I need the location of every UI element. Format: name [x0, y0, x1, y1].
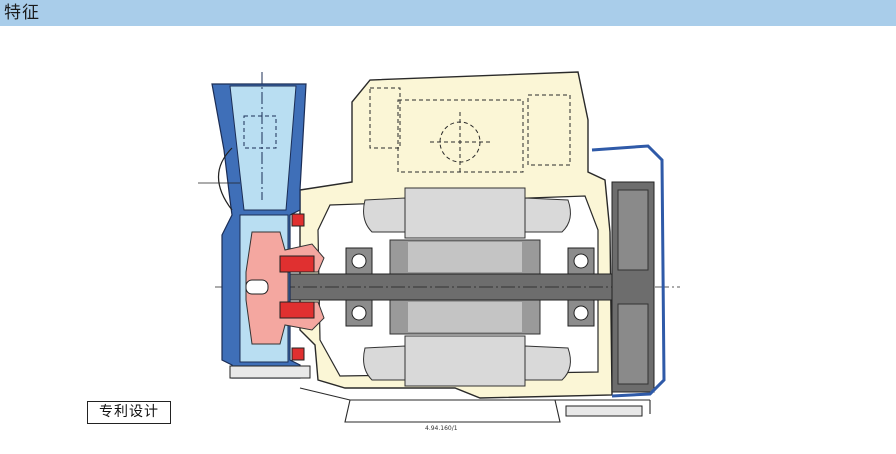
mechanical-seal — [279, 213, 315, 361]
fan-cover — [591, 144, 666, 398]
outlet-arc — [218, 147, 233, 211]
tie-bolts — [229, 365, 643, 417]
fan — [611, 181, 655, 393]
inlet-flange — [243, 72, 277, 200]
rotor — [389, 239, 541, 335]
bearing-front — [345, 247, 373, 327]
stator-winding-top — [363, 187, 571, 239]
base-feet — [299, 387, 651, 423]
page-title: 特征 — [4, 3, 40, 23]
header-bar: 特征 — [0, 0, 896, 26]
impeller-nut — [245, 279, 269, 295]
patent-design-box: 专利设计 — [87, 401, 171, 424]
drawing-reference-code: 4.94.160/1 — [425, 425, 458, 432]
terminal-box — [369, 87, 571, 173]
bearing-rear — [567, 247, 595, 327]
patent-design-label: 专利设计 — [99, 404, 159, 420]
stator-winding-bottom — [363, 335, 571, 387]
